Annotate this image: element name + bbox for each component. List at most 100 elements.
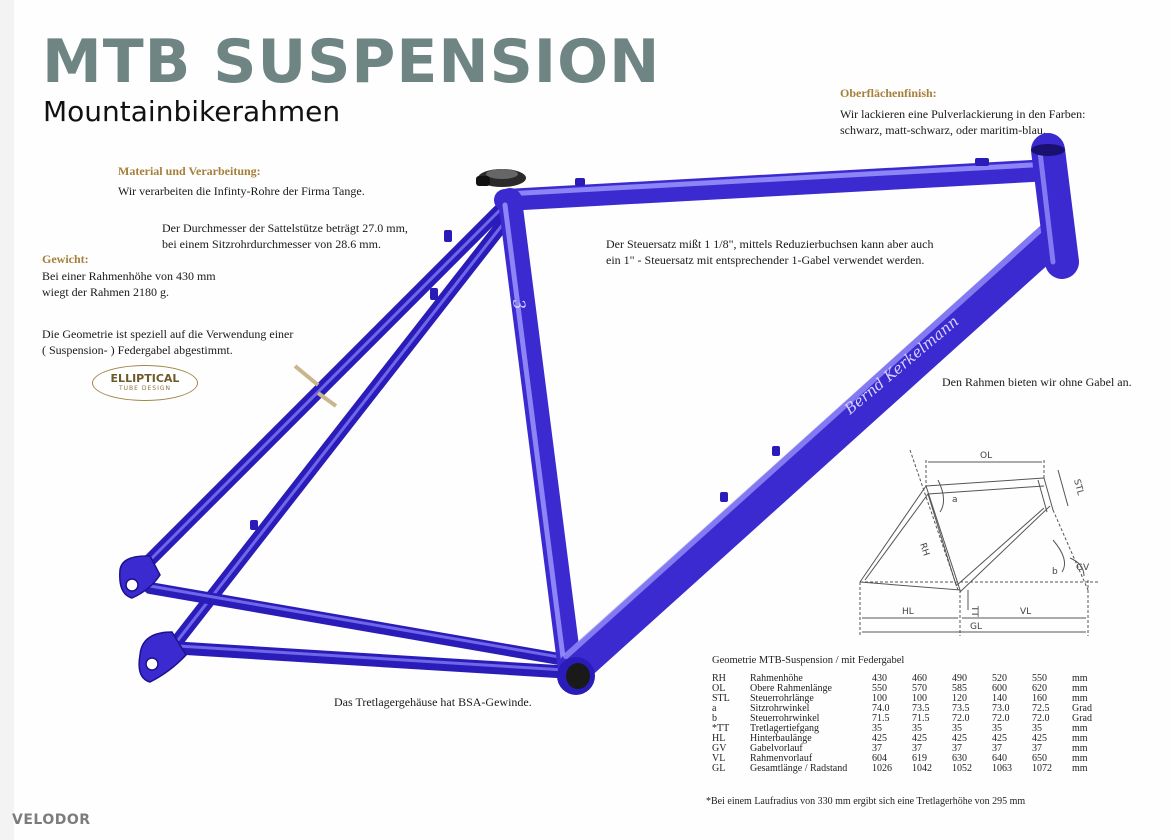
geometry-value-cell: 37 <box>872 743 882 754</box>
geometry-value-cell: 37 <box>1032 743 1042 754</box>
geometry-name-cell: Hinterbaulänge <box>750 733 812 744</box>
geometry-value-cell: 73.5 <box>952 703 970 714</box>
page-subtitle: Mountainbikerahmen <box>43 95 341 128</box>
geometry-value-cell: 37 <box>912 743 922 754</box>
geometry-value-cell: 1063 <box>992 763 1012 774</box>
diagram-label-a: a <box>952 495 958 505</box>
geometry-value-cell: 585 <box>952 683 967 694</box>
geometry-value-cell: 140 <box>992 693 1007 704</box>
geometry-unit-cell: mm <box>1072 683 1088 694</box>
geometry-name-cell: Rahmenvorlauf <box>750 753 813 764</box>
geometry-value-cell: 71.5 <box>872 713 890 724</box>
geometry-abbr-cell: HL <box>712 733 726 744</box>
geometry-name-cell: Tretlagertiefgang <box>750 723 820 734</box>
seat-tube <box>498 188 582 682</box>
frame-signature: Bernd Kerkelmann <box>840 312 962 418</box>
diagram-label-hl: HL <box>902 607 914 617</box>
weight-text-line2: wiegt der Rahmen 2180 g. <box>42 285 169 299</box>
geometry-value-cell: 72.0 <box>952 713 970 724</box>
diagram-label-stl: STL <box>1071 478 1085 496</box>
headset-text-line2: ein 1" - Steuersatz mit entsprechender 1… <box>606 253 925 267</box>
geometry-value-cell: 425 <box>872 733 887 744</box>
geometry-value-cell: 520 <box>992 673 1007 684</box>
material-heading: Material und Verarbeitung: <box>118 164 261 178</box>
down-tube <box>558 223 1067 685</box>
geometry-unit-cell: mm <box>1072 743 1088 754</box>
geometry-value-cell: 35 <box>912 723 922 734</box>
geometry-value-cell: 600 <box>992 683 1007 694</box>
geometry-value-cell: 604 <box>872 753 887 764</box>
finish-text-line2: schwarz, matt-schwarz, oder maritim-blau… <box>840 123 1046 137</box>
geometry-value-cell: 71.5 <box>912 713 930 724</box>
geometry-unit-cell: mm <box>1072 693 1088 704</box>
geometry-value-cell: 570 <box>912 683 927 694</box>
geometry-unit-cell: mm <box>1072 753 1088 764</box>
geometry-value-cell: 72.0 <box>1032 713 1050 724</box>
geometry-value-cell: 1042 <box>912 763 932 774</box>
seatpost-text-line1: Der Durchmesser der Sattelstütze beträgt… <box>162 221 408 235</box>
geometry-value-cell: 72.5 <box>1032 703 1050 714</box>
brand-logo: VELODOR <box>12 812 91 828</box>
diagram-label-gl: GL <box>970 622 982 632</box>
geometry-value-cell: 1052 <box>952 763 972 774</box>
geometry-value-cell: 425 <box>992 733 1007 744</box>
geometry-abbr-cell: STL <box>712 693 730 704</box>
geometry-value-cell: 619 <box>912 753 927 764</box>
geometry-value-cell: 74.0 <box>872 703 890 714</box>
geometry-value-cell: 1072 <box>1032 763 1052 774</box>
geometry-value-cell: 1026 <box>872 763 892 774</box>
geometry-value-cell: 35 <box>992 723 1002 734</box>
geometry-diagram: OL STL RH a b GV TT HL VL GL <box>859 449 1098 636</box>
geometry-value-cell: 550 <box>872 683 887 694</box>
weight-text-line1: Bei einer Rahmenhöhe von 430 mm <box>42 269 216 283</box>
geometry-value-cell: 425 <box>912 733 927 744</box>
finish-heading: Oberflächenfinish: <box>840 86 937 100</box>
geometry-value-cell: 160 <box>1032 693 1047 704</box>
svg-text:3: 3 <box>509 298 529 311</box>
geometry-value-cell: 73.5 <box>912 703 930 714</box>
page-background <box>14 0 1170 840</box>
headset-text-line1: Der Steuersatz mißt 1 1/8", mittels Redu… <box>606 237 934 251</box>
seatpost-text-line2: bei einem Sitzrohrdurchmesser von 28.6 m… <box>162 237 381 251</box>
geometry-value-cell: 425 <box>1032 733 1047 744</box>
geometry-table-title: Geometrie MTB-Suspension / mit Federgabe… <box>712 655 905 666</box>
seat-clamp <box>476 169 526 187</box>
geometry-abbr-cell: GL <box>712 763 726 774</box>
page-edge <box>0 0 14 840</box>
diagram-label-gv: GV <box>1076 563 1090 573</box>
logo-line2: TUBE DESIGN <box>119 385 171 392</box>
diagram-label-rh: RH <box>917 542 931 557</box>
geometry-abbr-cell: RH <box>712 673 726 684</box>
geometry-name-cell: Obere Rahmenlänge <box>750 683 832 694</box>
elliptical-tube-design-logo: ELLIPTICAL TUBE DESIGN <box>92 365 198 401</box>
geometry-value-cell: 460 <box>912 673 927 684</box>
geometry-name-cell: Sitzrohrwinkel <box>750 703 810 714</box>
geometry-value-cell: 35 <box>1032 723 1042 734</box>
geometry-value-cell: 72.0 <box>992 713 1010 724</box>
geometry-value-cell: 640 <box>992 753 1007 764</box>
diagram-label-tt: TT <box>969 605 979 617</box>
chain-stay-lower <box>171 641 572 679</box>
diagram-label-vl: VL <box>1020 607 1031 617</box>
geometry-value-cell: 37 <box>992 743 1002 754</box>
geometry-unit-cell: Grad <box>1072 703 1092 714</box>
geometry-value-cell: 650 <box>1032 753 1047 764</box>
geometry-value-cell: 120 <box>952 693 967 704</box>
bottom-bracket-text: Das Tretlagergehäuse hat BSA-Gewinde. <box>334 695 532 709</box>
no-fork-text: Den Rahmen bieten wir ohne Gabel an. <box>942 375 1132 389</box>
geometry-name-cell: Steuerrohrlänge <box>750 693 814 704</box>
geometry-name-cell: Rahmenhöhe <box>750 673 803 684</box>
geometry-value-cell: 73.0 <box>992 703 1010 714</box>
geometry-value-cell: 550 <box>1032 673 1047 684</box>
geometry-unit-cell: Grad <box>1072 713 1092 724</box>
geometry-abbr-cell: GV <box>712 743 727 754</box>
geometry-footnote: *Bei einem Laufradius von 330 mm ergibt … <box>706 796 1026 807</box>
